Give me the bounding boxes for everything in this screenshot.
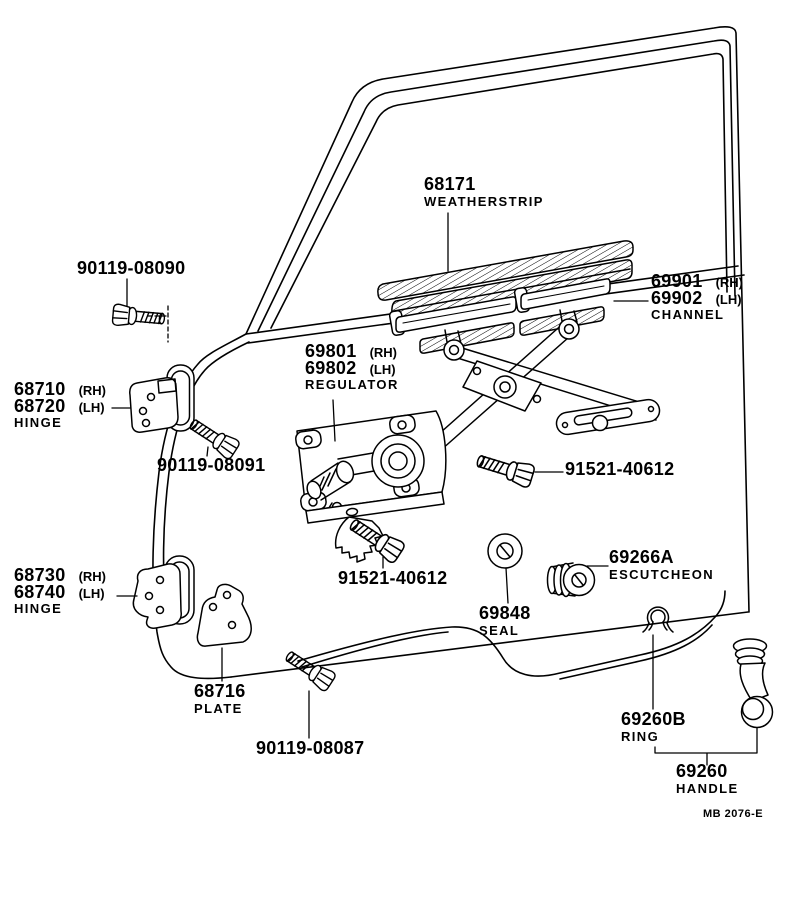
label-seal: 69848 SEAL [479, 604, 531, 639]
part-number: 90119-08090 [77, 258, 186, 278]
part-number-lh: 69902 [651, 288, 703, 308]
part-name: SEAL [479, 623, 520, 638]
part-number-lh: 68740 [14, 582, 66, 602]
upper-hinge-drawing [129, 364, 195, 433]
ring-drawing [642, 606, 674, 633]
part-number-rh: 69801 [305, 341, 357, 361]
part-name: ESCUTCHEON [609, 567, 715, 582]
label-bolt-90119-08091: 90119-08091 [157, 456, 265, 474]
part-name: HINGE [14, 601, 63, 616]
weatherstrip-and-channel-drawing [377, 240, 634, 354]
part-number: 69260 [676, 761, 728, 781]
label-hinge-upper: 68710 (RH) 68720 (LH) HINGE [14, 380, 106, 431]
label-bolt-91521-40612-right: 91521-40612 [565, 460, 674, 478]
part-name: REGULATOR [305, 377, 399, 392]
part-number-lh: 68720 [14, 396, 66, 416]
label-plate: 68716 PLATE [194, 682, 246, 717]
part-number: 69260B [621, 709, 686, 729]
seal-drawing [487, 533, 523, 569]
label-channel: 69901 (RH) 69902 (LH) CHANNEL [651, 272, 743, 323]
label-bolt-90119-08090: 90119-08090 [77, 259, 185, 277]
part-name: HINGE [14, 415, 63, 430]
side-marker-lh: (LH) [78, 586, 105, 601]
part-name: CHANNEL [651, 307, 725, 322]
part-number-lh: 69802 [305, 358, 357, 378]
part-number-rh: 68710 [14, 379, 66, 399]
lower-hinge-drawing [132, 555, 195, 629]
part-number-rh: 68730 [14, 565, 66, 585]
label-escutcheon: 69266A ESCUTCHEON [609, 548, 714, 583]
part-number: 68171 [424, 174, 476, 194]
leader-lines [111, 212, 758, 766]
side-marker-lh: (LH) [369, 362, 396, 377]
side-marker-lh: (LH) [78, 400, 105, 415]
figure-code: MB 2076-E [703, 808, 764, 820]
part-name: PLATE [194, 701, 243, 716]
escutcheon-drawing [546, 562, 596, 598]
label-ring: 69260B RING [621, 710, 686, 745]
side-marker-lh: (LH) [715, 292, 742, 307]
side-marker-rh: (RH) [369, 345, 397, 360]
side-marker-rh: (RH) [78, 383, 106, 398]
label-bolt-90119-08087: 90119-08087 [256, 739, 364, 757]
handle-drawing [732, 638, 774, 729]
side-marker-rh: (RH) [78, 569, 106, 584]
plate-drawing [196, 583, 252, 647]
part-number: 91521-40612 [565, 459, 675, 479]
label-handle: 69260 HANDLE [676, 762, 739, 797]
part-number: 68716 [194, 681, 246, 701]
label-bolt-91521-40612-left: 91521-40612 [338, 569, 447, 587]
part-number: 90119-08087 [256, 738, 365, 758]
label-hinge-lower: 68730 (RH) 68740 (LH) HINGE [14, 566, 106, 617]
part-number: 69266A [609, 547, 674, 567]
part-number: 91521-40612 [338, 568, 448, 588]
side-marker-rh: (RH) [715, 275, 743, 290]
part-number: 69848 [479, 603, 531, 623]
label-weatherstrip: 68171 WEATHERSTRIP [424, 175, 544, 210]
part-number-rh: 69901 [651, 271, 703, 291]
part-name: HANDLE [676, 781, 739, 796]
part-name: RING [621, 729, 660, 744]
label-regulator: 69801 (RH) 69802 (LH) REGULATOR [305, 342, 399, 393]
part-number: 90119-08091 [157, 455, 266, 475]
part-name: WEATHERSTRIP [424, 194, 544, 209]
